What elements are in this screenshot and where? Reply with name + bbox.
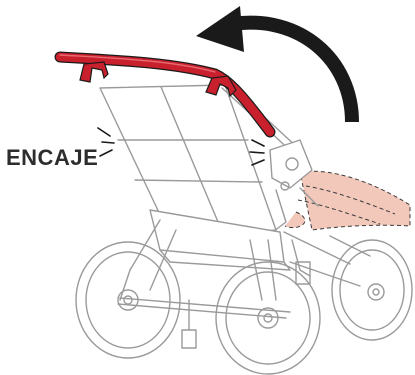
encaje-label: ENCAJE — [6, 145, 98, 171]
rear-left-wheel — [76, 242, 180, 358]
rear-right-wheel — [216, 262, 320, 374]
front-wheel — [332, 240, 412, 340]
folded-canopy — [285, 171, 410, 230]
click-marks-left-icon — [98, 128, 114, 156]
handlebar-clip-left — [80, 62, 108, 82]
